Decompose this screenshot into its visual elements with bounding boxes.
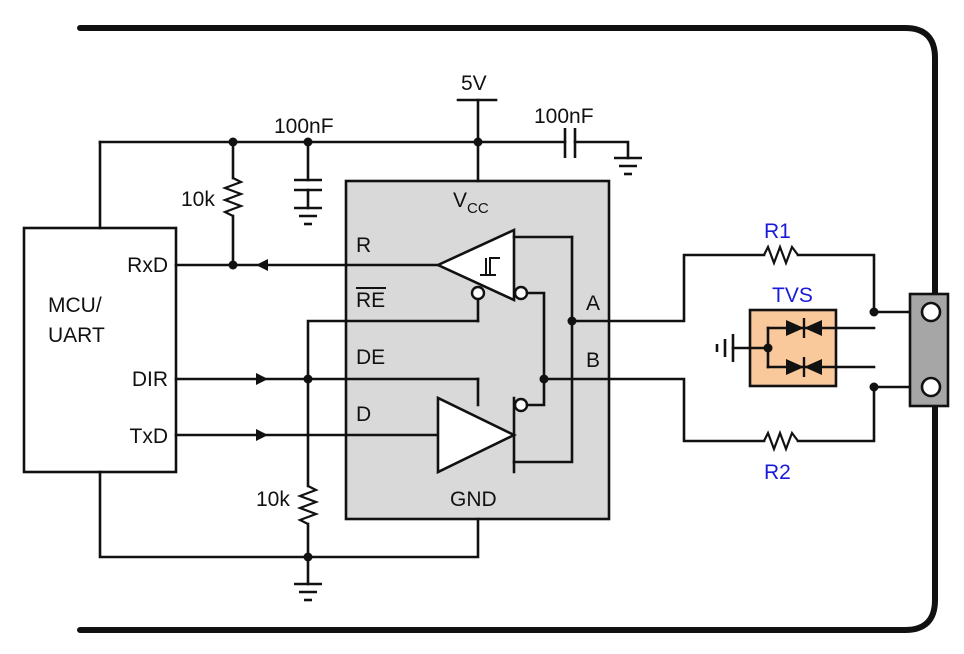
pulldown-resistor [296,485,320,525]
mcu-title-line1: MCU/ [48,294,102,317]
vcc-label: VCC [453,189,489,217]
driver-b-bubble [513,397,529,413]
driver-a-wire [512,235,574,464]
r2-label: R2 [764,461,791,484]
receiver-re-bubble [470,285,486,301]
tvs-diode-top-icon [786,318,822,338]
txd-arrow [256,429,268,441]
ground-icon-pulldown [294,582,322,602]
cap-right-label: 100nF [534,105,594,128]
pin-d-label: D [356,403,371,426]
r1-wire [796,253,876,314]
receiver-b-wire [525,291,546,381]
receiver-buffer [434,227,516,303]
pin-de-label: DE [356,346,385,369]
gnd-label: GND [450,488,497,511]
r1-resistor [763,243,799,267]
pin-re-label: RE [356,289,385,312]
mcu-pin-dir: DIR [132,368,168,391]
mcu-pin-txd: TxD [130,425,169,448]
gnd-return-wire [98,470,480,559]
pin-a-label: A [586,292,600,315]
r1-label: R1 [764,220,791,243]
pin-b-label: B [586,349,600,372]
junction-dots [228,137,879,562]
tvs-diode-bottom-icon [786,357,822,377]
receiver-b-bubble [513,285,529,301]
supply-5v-label: 5V [461,72,487,95]
mcu-pin-rxd: RxD [127,254,168,277]
r2-wire [796,385,876,443]
pullup-label: 10k [181,188,215,211]
cap-right-wire [573,140,630,160]
tvs-ground-icon [715,334,735,362]
transceiver-ic [344,179,611,521]
bus-b-wire [542,377,766,443]
pullup-resistor [221,177,245,217]
bus-a-wire [570,253,766,323]
r2-resistor [763,429,799,453]
mcu-title-line2: UART [48,324,105,347]
tvs-label: TVS [772,284,813,307]
ground-icon-cap-left [294,206,322,226]
rxd-arrow [256,259,268,271]
pin-r-label: R [356,234,371,257]
re-control-wire [306,319,480,488]
terminal-a-icon [920,301,942,323]
driver-buffer [436,395,517,475]
schmitt-icon [480,257,500,276]
cap-left-label: 100nF [274,115,334,138]
terminal-b-icon [920,376,942,398]
pulldown-label: 10k [256,488,290,511]
dir-arrow [256,373,268,385]
ground-icon-cap-right [614,156,642,176]
driver-b-wire [525,377,546,407]
